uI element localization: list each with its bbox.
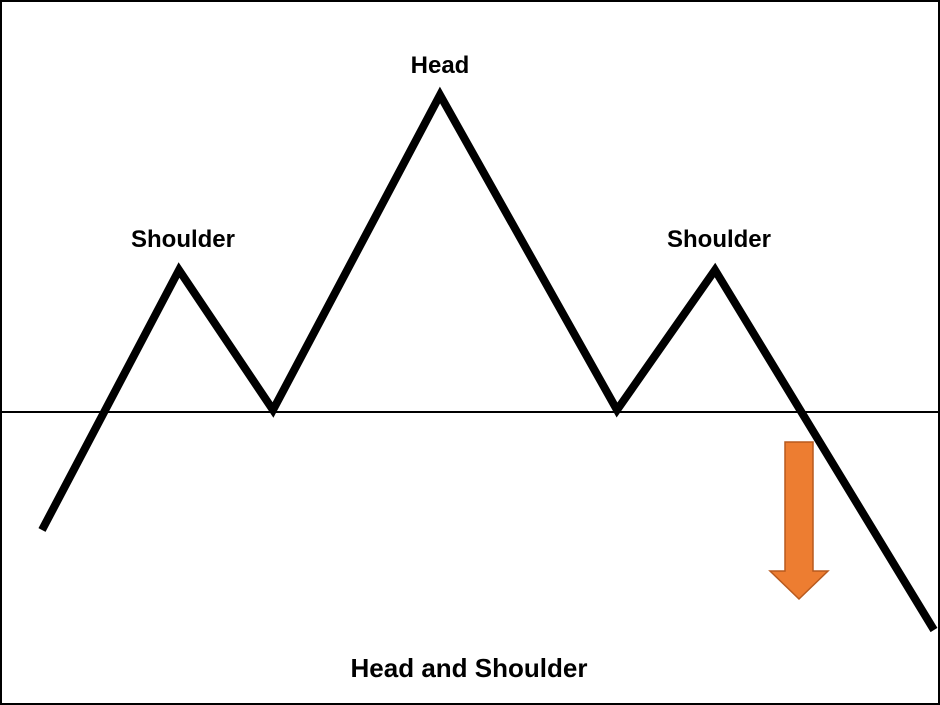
price-path — [38, 86, 938, 633]
right-shoulder-label: Shoulder — [667, 226, 771, 253]
diagram-title: Head and Shoulder — [351, 653, 588, 683]
head-label: Head — [411, 52, 470, 79]
left-shoulder-label: Shoulder — [131, 226, 235, 253]
down-arrow-icon — [768, 441, 830, 601]
